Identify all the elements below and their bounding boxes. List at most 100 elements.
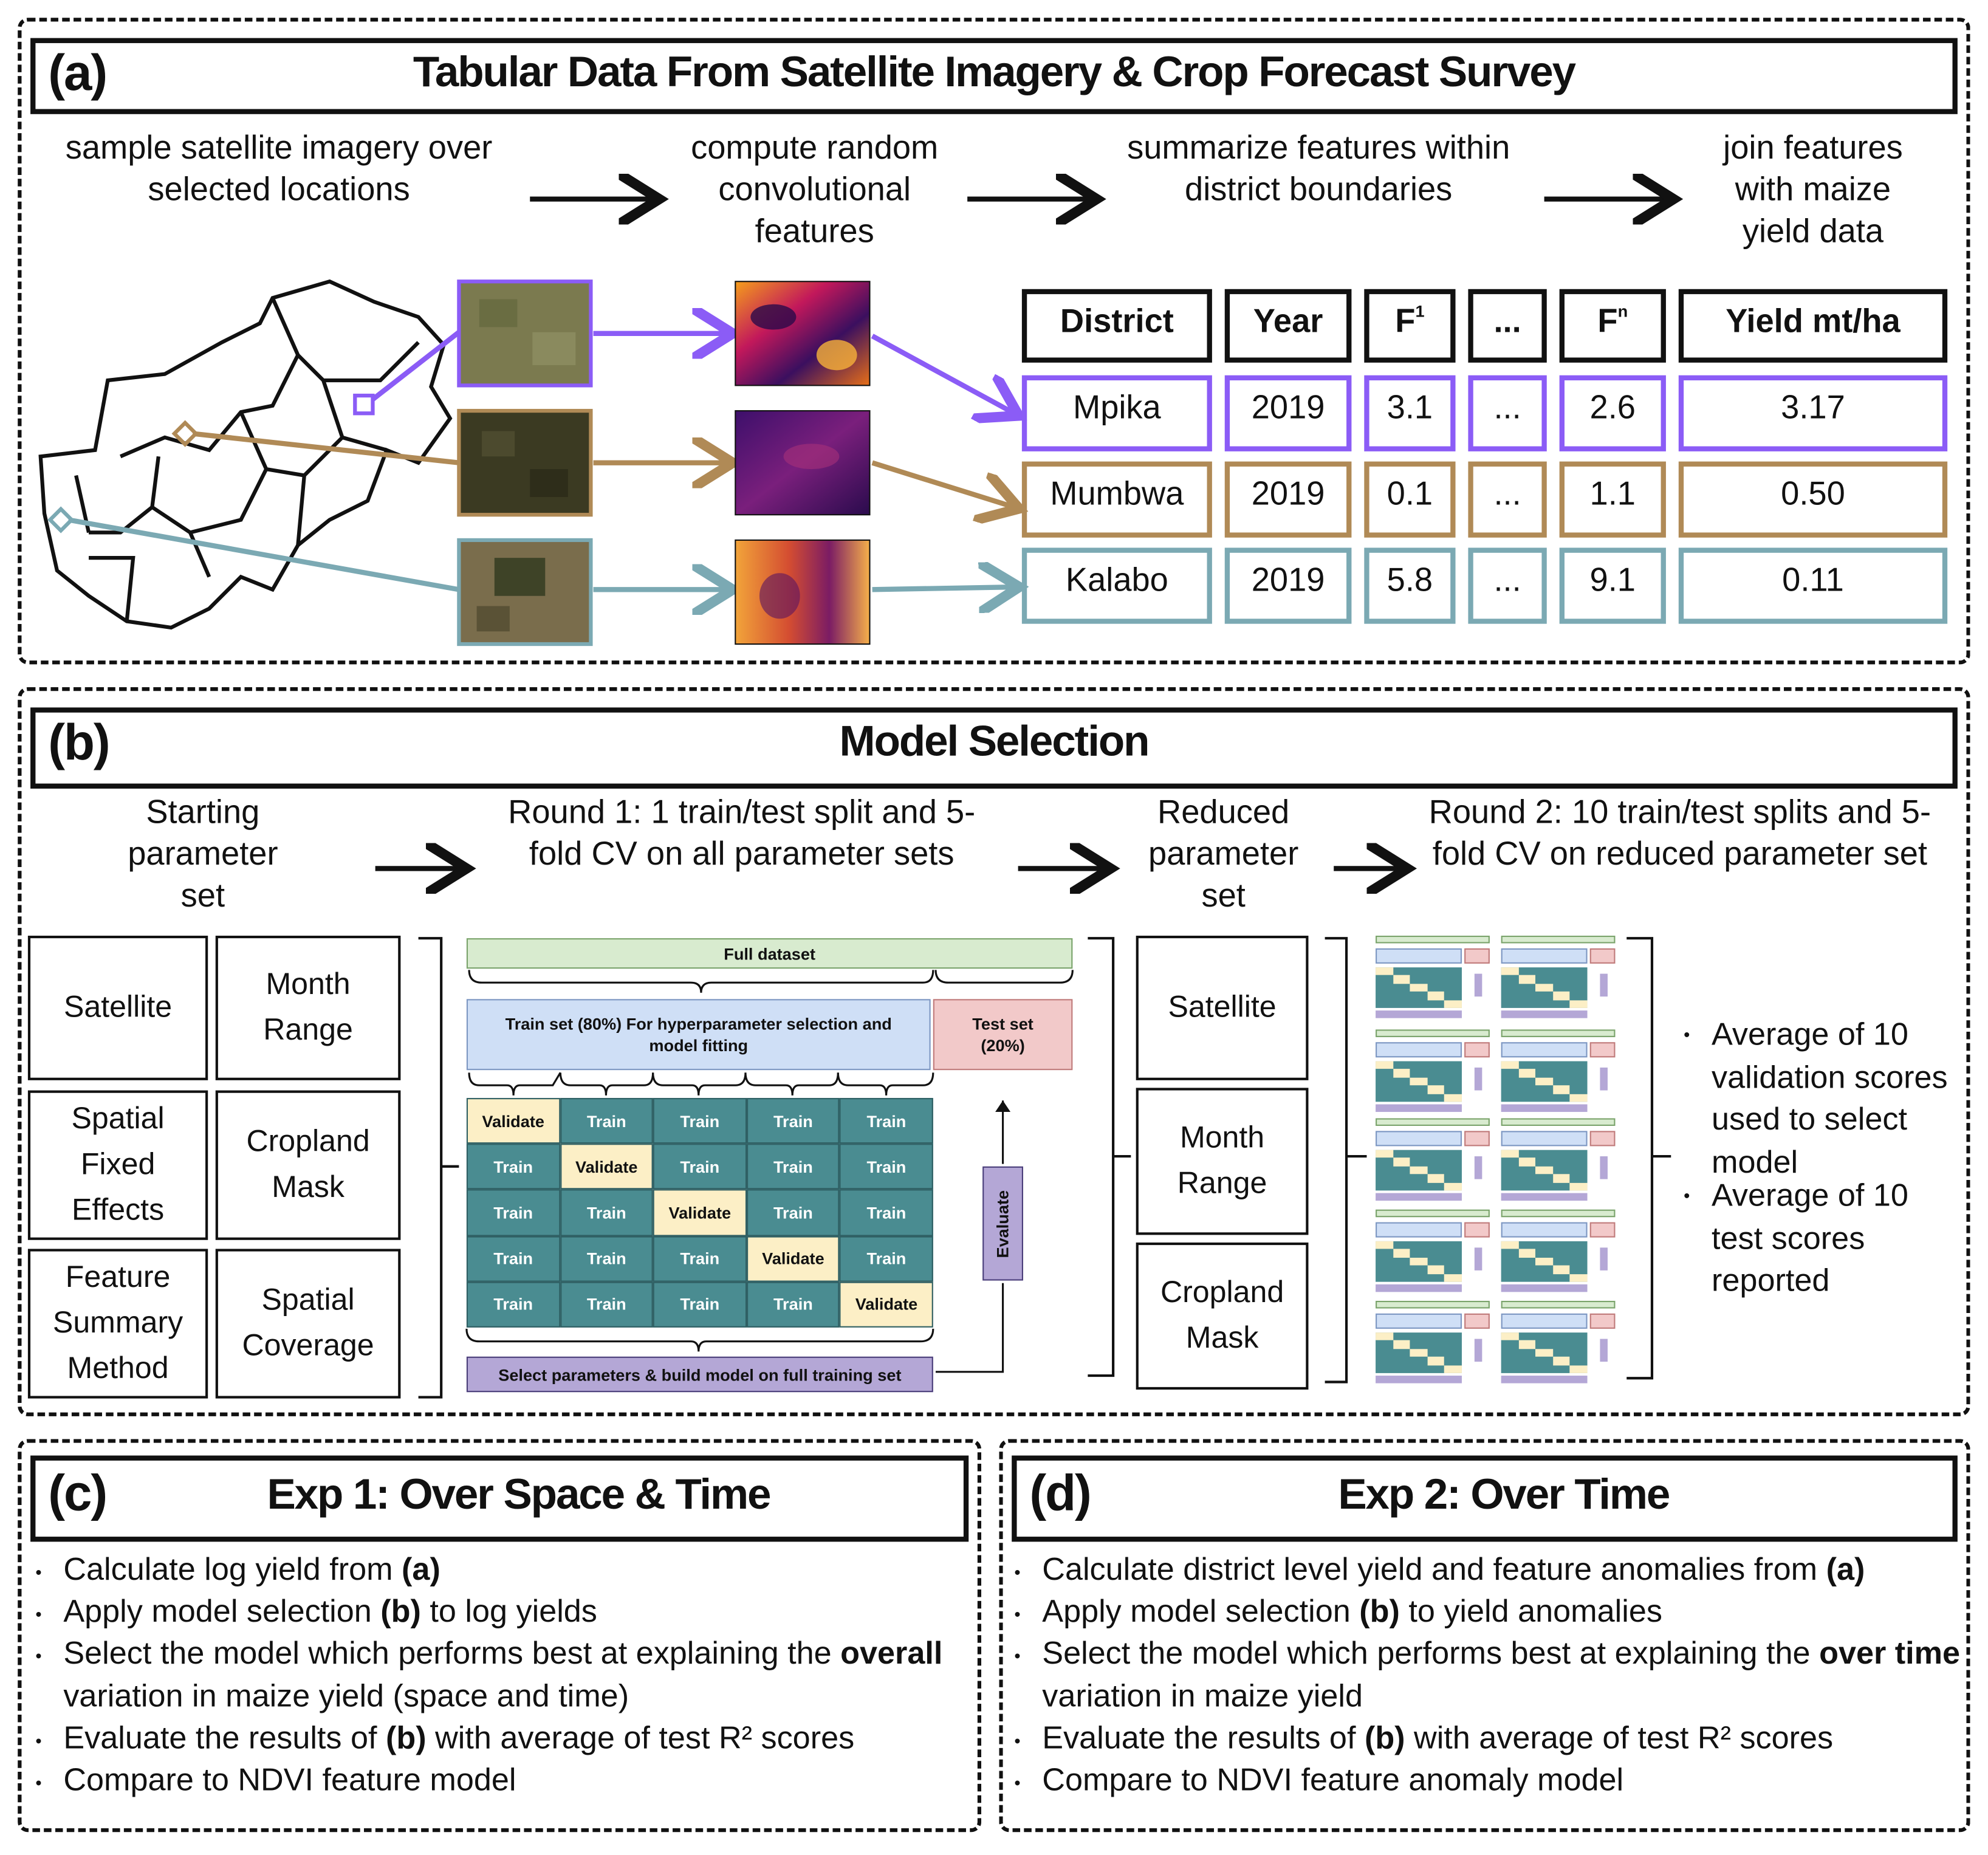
table-cell-f1: 3.1 bbox=[1364, 375, 1456, 451]
bullet-dot: • bbox=[1014, 1562, 1021, 1583]
train-fold: Train bbox=[560, 1281, 654, 1328]
step-compute-features: compute random convolutional features bbox=[691, 128, 939, 250]
full-dataset-bar: Full dataset bbox=[466, 938, 1073, 969]
evaluate-box: Evaluate bbox=[982, 1166, 1023, 1281]
train-fold: Train bbox=[746, 1281, 840, 1328]
bullet-dot: • bbox=[35, 1730, 42, 1751]
bullet-dot: • bbox=[1014, 1730, 1021, 1751]
mini-split-diagram bbox=[1501, 1300, 1616, 1385]
step-starting-parameter-set: Starting parameter set bbox=[128, 792, 278, 914]
feature-map-1 bbox=[735, 281, 871, 386]
train-fold: Train bbox=[746, 1098, 840, 1144]
bullet-dot: • bbox=[35, 1562, 42, 1583]
mini-split-diagram bbox=[1376, 1209, 1490, 1294]
panel-d-label: (d) bbox=[1029, 1466, 1091, 1522]
table-cell-yield: 0.50 bbox=[1678, 461, 1948, 538]
panel-d-title: Exp 2: Over Time bbox=[1338, 1470, 1670, 1519]
bullet-text: Apply model selection (b) to yield anoma… bbox=[1042, 1593, 1662, 1630]
mini-split-diagram bbox=[1376, 935, 1490, 1020]
bullet-text: Select the model which performs best at … bbox=[1042, 1635, 1961, 1714]
train-fold: Train bbox=[840, 1144, 933, 1190]
table-cell-f1: 5.8 bbox=[1364, 547, 1456, 624]
validate-fold: Validate bbox=[466, 1098, 560, 1144]
bullet-text: Calculate district level yield and featu… bbox=[1042, 1552, 1865, 1588]
table-cell-year: 2019 bbox=[1224, 461, 1352, 538]
step-round-2: Round 2: 10 train/test splits and 5-fold… bbox=[1428, 792, 1931, 873]
table-cell-dots: ... bbox=[1468, 547, 1547, 624]
train-fold: Train bbox=[560, 1235, 654, 1282]
step-sample-imagery: sample satellite imagery over selected l… bbox=[65, 128, 493, 208]
bullet-dot: • bbox=[1014, 1772, 1021, 1793]
train-fold: Train bbox=[466, 1235, 560, 1282]
panel-a-title-box: (a) Tabular Data From Satellite Imagery … bbox=[30, 38, 1958, 114]
bullet-dot: • bbox=[35, 1603, 42, 1625]
train-fold: Train bbox=[653, 1144, 747, 1190]
table-cell-fn: 1.1 bbox=[1559, 461, 1666, 538]
feature-map-2 bbox=[735, 410, 871, 516]
train-fold: Train bbox=[560, 1190, 654, 1236]
table-cell-district: Kalabo bbox=[1021, 547, 1212, 624]
train-fold: Train bbox=[466, 1281, 560, 1328]
panel-d-title-box: (d) Exp 2: Over Time bbox=[1012, 1455, 1958, 1542]
train-fold: Train bbox=[840, 1190, 933, 1236]
bullet-test-scores: Average of 10 test scores reported bbox=[1712, 1178, 1908, 1298]
mini-split-diagram bbox=[1376, 1300, 1490, 1385]
panel-c-title-box: (c) Exp 1: Over Space & Time bbox=[30, 1455, 969, 1542]
train-fold: Train bbox=[466, 1144, 560, 1190]
panel-a-title: Tabular Data From Satellite Imagery & Cr… bbox=[413, 48, 1576, 97]
bullet-text: Apply model selection (b) to log yields bbox=[63, 1593, 597, 1630]
mini-split-diagram bbox=[1501, 1118, 1616, 1202]
train-fold: Train bbox=[840, 1098, 933, 1144]
panel-c-title: Exp 1: Over Space & Time bbox=[267, 1470, 771, 1519]
satellite-image-3 bbox=[457, 538, 593, 646]
table-cell-district: Mpika bbox=[1021, 375, 1212, 451]
train-fold: Train bbox=[653, 1235, 747, 1282]
panel-c bbox=[18, 1439, 982, 1833]
table-cell-year: 2019 bbox=[1224, 547, 1352, 624]
mini-split-diagram bbox=[1501, 935, 1616, 1020]
bullet-text: Compare to NDVI feature model bbox=[63, 1762, 516, 1798]
bullet-dot: • bbox=[35, 1772, 42, 1793]
train-fold: Train bbox=[653, 1281, 747, 1328]
train-fold: Train bbox=[746, 1190, 840, 1236]
validate-fold: Validate bbox=[746, 1235, 840, 1282]
panel-b-label: (b) bbox=[48, 715, 110, 771]
bullet-dot: • bbox=[35, 1645, 42, 1666]
bullet-text: Select the model which performs best at … bbox=[63, 1635, 943, 1714]
train-fold: Train bbox=[840, 1235, 933, 1282]
bullet-text: Evaluate the results of (b) with average… bbox=[63, 1720, 855, 1757]
validate-fold: Validate bbox=[560, 1144, 654, 1190]
test-set-bar: Test set (20%) bbox=[933, 999, 1073, 1071]
reduced-param-satellite: Satellite bbox=[1136, 935, 1309, 1080]
step-join-features: join features with maize yield data bbox=[1723, 128, 1903, 250]
table-cell-dots: ... bbox=[1468, 375, 1547, 451]
panel-a-label: (a) bbox=[48, 46, 108, 101]
param-month-range: Month Range bbox=[215, 935, 401, 1080]
reduced-param-month-range: Month Range bbox=[1136, 1088, 1309, 1235]
table-cell-f1: 0.1 bbox=[1364, 461, 1456, 538]
mini-split-diagram bbox=[1376, 1118, 1490, 1202]
table-header-ellipsis: ... bbox=[1468, 289, 1547, 363]
param-satellite: Satellite bbox=[27, 935, 208, 1080]
table-header-yield: Yield mt/ha bbox=[1678, 289, 1948, 363]
step-summarize-features: summarize features within district bound… bbox=[1127, 128, 1510, 208]
reduced-param-cropland-mask: Cropland Mask bbox=[1136, 1242, 1309, 1390]
table-cell-yield: 3.17 bbox=[1678, 375, 1948, 451]
step-reduced-parameter-set: Reduced parameter set bbox=[1148, 792, 1299, 914]
mini-split-diagram bbox=[1501, 1029, 1616, 1113]
satellite-image-1 bbox=[457, 279, 593, 388]
bullet-text: Compare to NDVI feature anomaly model bbox=[1042, 1762, 1624, 1798]
panel-b bbox=[18, 687, 1970, 1416]
table-header-year: Year bbox=[1224, 289, 1352, 363]
feature-map-3 bbox=[735, 539, 871, 645]
table-cell-fn: 2.6 bbox=[1559, 375, 1666, 451]
table-cell-yield: 0.11 bbox=[1678, 547, 1948, 624]
train-fold: Train bbox=[653, 1098, 747, 1144]
train-set-bar: Train set (80%) For hyperparameter selec… bbox=[466, 999, 931, 1071]
validate-fold: Validate bbox=[840, 1281, 933, 1328]
panel-b-title: Model Selection bbox=[839, 718, 1150, 766]
